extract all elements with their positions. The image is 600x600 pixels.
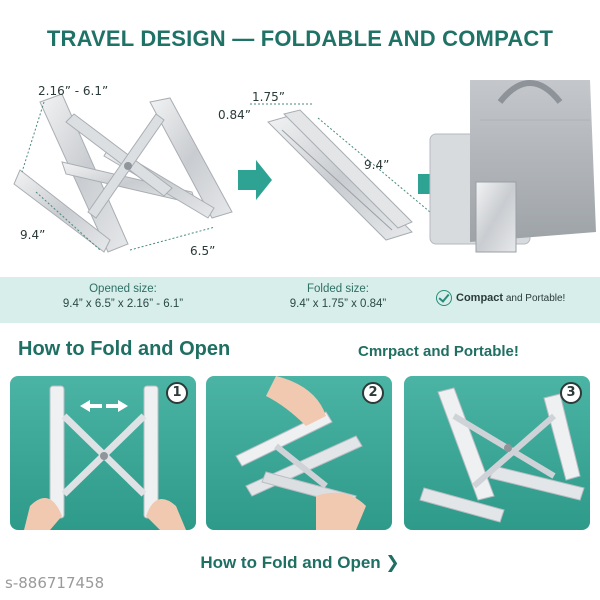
how-to-fold-heading: How to Fold and Open	[18, 338, 231, 360]
step-panel-1: 1	[10, 376, 196, 530]
dim-folded-length: 9.4”	[364, 158, 390, 172]
step-2-illustration	[235, 376, 366, 530]
step-number-1: 1	[166, 382, 188, 404]
opened-size-label: Opened size:	[89, 283, 157, 295]
dim-depth: 9.4”	[20, 228, 46, 242]
arrow-right-icon	[106, 400, 128, 412]
step-number-2: 2	[362, 382, 384, 404]
step-number-3: 3	[560, 382, 582, 404]
folded-size-value: 9.4” x 1.75” x 0.84”	[289, 298, 387, 310]
check-circle-icon	[436, 290, 452, 306]
opened-size-block: Opened size: 9.4” x 6.5” x 2.16” - 6.1”	[38, 282, 208, 312]
laptop-bag-drawing	[429, 80, 596, 253]
watermark-id: s-886717458	[5, 574, 105, 592]
product-illustrations: 2.16” - 6.1” 9.4” 6.5” 1.75” 0.84” 9.4”	[0, 62, 600, 272]
chevron-right-icon: ❯	[385, 553, 400, 572]
dim-folded-thickness: 0.84”	[218, 108, 251, 122]
how-to-fold-link-label: How to Fold and Open	[200, 553, 381, 572]
badge-rest: and Portable!	[503, 293, 566, 304]
step-panel-3: 3	[404, 376, 590, 530]
dim-width: 6.5”	[190, 244, 216, 258]
folded-size-block: Folded size: 9.4” x 1.75” x 0.84”	[258, 282, 418, 312]
opened-size-value: 9.4” x 6.5” x 2.16” - 6.1”	[62, 298, 184, 310]
compact-badge: Compact and Portable!	[436, 290, 565, 306]
dim-folded-width: 1.75”	[252, 90, 285, 104]
step-panel-2: 2	[206, 376, 392, 530]
how-to-fold-link[interactable]: How to Fold and Open ❯	[0, 553, 600, 573]
compact-badge-text: Compact and Portable!	[456, 292, 565, 304]
badge-strong: Compact	[456, 292, 504, 304]
arrow-right-icon	[238, 160, 272, 200]
dim-height-range: 2.16” - 6.1”	[38, 84, 109, 98]
folded-stand-drawing	[250, 103, 431, 241]
stand-illustration-svg	[13, 80, 596, 253]
step-1-illustration	[24, 385, 186, 530]
step-3-illustration	[419, 387, 585, 523]
spec-band: Opened size: 9.4” x 6.5” x 2.16” - 6.1” …	[0, 277, 600, 323]
compact-portable-heading: Cmrpact and Portable!	[358, 343, 519, 360]
page-title: TRAVEL DESIGN — FOLDABLE AND COMPACT	[46, 26, 554, 51]
arrow-left-icon	[80, 400, 102, 412]
opened-stand-drawing	[13, 93, 233, 253]
folded-size-label: Folded size:	[306, 283, 369, 295]
